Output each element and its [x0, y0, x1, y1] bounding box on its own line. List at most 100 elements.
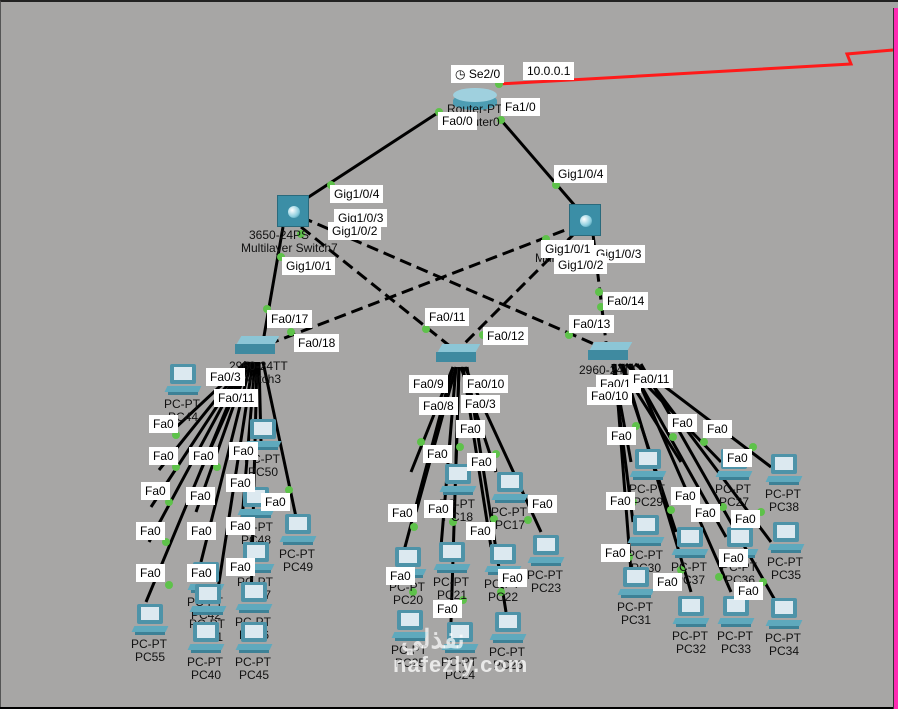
pc-port-label: Fa0 [141, 482, 170, 500]
pc-port-label: Fa0 [189, 447, 218, 465]
pc-name: PC22 [488, 590, 519, 604]
pc-name: PC23 [531, 581, 562, 595]
pc-port-label: Fa0 [226, 474, 255, 492]
pc-icon[interactable] [527, 535, 565, 569]
pc-name: PC21 [437, 588, 468, 602]
pc-port-label: Fa0 [388, 504, 417, 522]
pc-port-label: Fa0 [498, 569, 527, 587]
pc-icon[interactable] [164, 364, 202, 398]
multilayer-switch-right[interactable] [569, 204, 601, 236]
pc-port-label: Fa0 [187, 522, 216, 540]
switch-left-access: Fa0/11 [214, 389, 259, 407]
pc-port-label: Fa0 [723, 449, 752, 467]
pc-icon[interactable] [672, 596, 710, 630]
mls-left-port: Gig1/0/1 [282, 257, 336, 275]
pc-model: PC-PT [187, 655, 223, 669]
pc-icon[interactable] [439, 464, 477, 498]
switch-middle-uplink: Fa0/11 [425, 308, 470, 326]
pc-port-label: Fa0 [386, 567, 415, 585]
switch-right[interactable] [586, 342, 633, 362]
switch-middle-access: Fa0/10 [463, 375, 509, 393]
pc-icon[interactable] [189, 584, 227, 618]
pc-icon[interactable] [433, 542, 471, 576]
router-icon[interactable] [453, 88, 497, 112]
pc-icon[interactable] [237, 542, 275, 576]
switch-right-access: Fa0/11 [629, 370, 674, 388]
pc-icon[interactable] [765, 454, 803, 488]
mls-left-name: Multilayer Switch7 [241, 241, 338, 255]
multilayer-switch-left[interactable] [277, 195, 309, 227]
pc-icon[interactable] [441, 622, 479, 656]
switch-middle-access: Fa0/9 [409, 375, 448, 393]
pc-model: PC-PT [715, 482, 751, 496]
watermark-arabic: نفذلي [401, 624, 465, 654]
pc-model: PC-PT [717, 629, 753, 643]
pc-model: PC-PT [489, 645, 525, 659]
serial-link[interactable] [498, 48, 894, 86]
pc-model: PC-PT [765, 487, 801, 501]
pc-name: PC49 [283, 560, 314, 574]
switch-middle-access: Fa0/3 [461, 395, 500, 413]
pc-port-label: Fa0 [149, 447, 178, 465]
pc-icon[interactable] [279, 514, 317, 548]
pc-name: PC31 [621, 613, 652, 627]
pc-name: PC38 [769, 500, 800, 514]
link-router-mls-right[interactable] [499, 119, 578, 208]
pc-name: PC32 [676, 642, 707, 656]
link-mlsL-sw2[interactable] [300, 225, 452, 349]
pc-icon[interactable] [489, 612, 527, 646]
pc-name: PC27 [719, 495, 750, 509]
pc-model: PC-PT [672, 629, 708, 643]
pc-icon[interactable] [765, 598, 803, 632]
pc-model: PC-PT [617, 600, 653, 614]
pc-name: PC25 [395, 656, 426, 670]
pc-icon[interactable] [235, 622, 273, 656]
pc-icon[interactable] [671, 527, 709, 561]
switch-right-model: 2960-24TT [579, 363, 638, 377]
clock-icon: ◷ [455, 67, 469, 81]
pc-port-label: Fa0 [226, 558, 255, 576]
watermark: nafezly.com [393, 652, 529, 677]
pc-model: PC-PT [391, 643, 427, 657]
pc-port-label: Fa0 [136, 564, 165, 582]
pc-icon[interactable] [629, 449, 667, 483]
pc-icon[interactable] [235, 582, 273, 616]
pc-port-label: Fa0 [528, 495, 557, 513]
pc-port-label: Fa0 [691, 504, 720, 522]
pc-model: PC-PT [527, 568, 563, 582]
cloud-edge[interactable] [893, 8, 898, 709]
pc-name: PC37 [675, 573, 706, 587]
mls-left-model: 3650-24PS [249, 228, 310, 242]
pc-icon[interactable] [717, 596, 755, 630]
link-mlsL-sw1[interactable] [261, 226, 285, 343]
pc-icon[interactable] [491, 472, 529, 506]
switch-left-uplink: Fa0/17 [267, 310, 313, 328]
pc-icon[interactable] [391, 610, 429, 644]
pc-port-label: Fa0 [668, 414, 697, 432]
mls-left-port: Gig1/0/2 [328, 222, 382, 240]
mls-right-port: Gig1/0/1 [541, 240, 595, 258]
pc-icon[interactable] [627, 515, 665, 549]
pc-port-label: Fa0 [261, 493, 290, 511]
pc-icon[interactable] [187, 622, 225, 656]
pc-name: PC26 [493, 658, 524, 672]
pc-icon[interactable] [767, 522, 805, 556]
pc-model: PC-PT [627, 548, 663, 562]
pc-icon[interactable] [617, 567, 655, 601]
pc-icon[interactable] [131, 604, 169, 638]
switch-left-name: Switch3 [239, 372, 282, 386]
link-mlsR-sw1[interactable] [260, 222, 582, 349]
pc-port-label: Fa0 [433, 600, 462, 618]
pc-port-label: Fa0 [229, 442, 258, 460]
switch-left-access: Fa0/3 [206, 368, 245, 386]
switch-middle[interactable] [434, 344, 481, 364]
pc-name: PC24 [445, 668, 476, 682]
pc-name: PC55 [135, 650, 166, 664]
router-fa10-label: Fa1/0 [501, 98, 540, 116]
switch-right-access: Fa0/10 [587, 387, 633, 405]
link-router-mls-left[interactable] [300, 110, 440, 204]
switch-left[interactable] [233, 336, 280, 356]
pc-icon[interactable] [244, 419, 282, 453]
mls-left-port: Gig1/0/4 [330, 185, 384, 203]
